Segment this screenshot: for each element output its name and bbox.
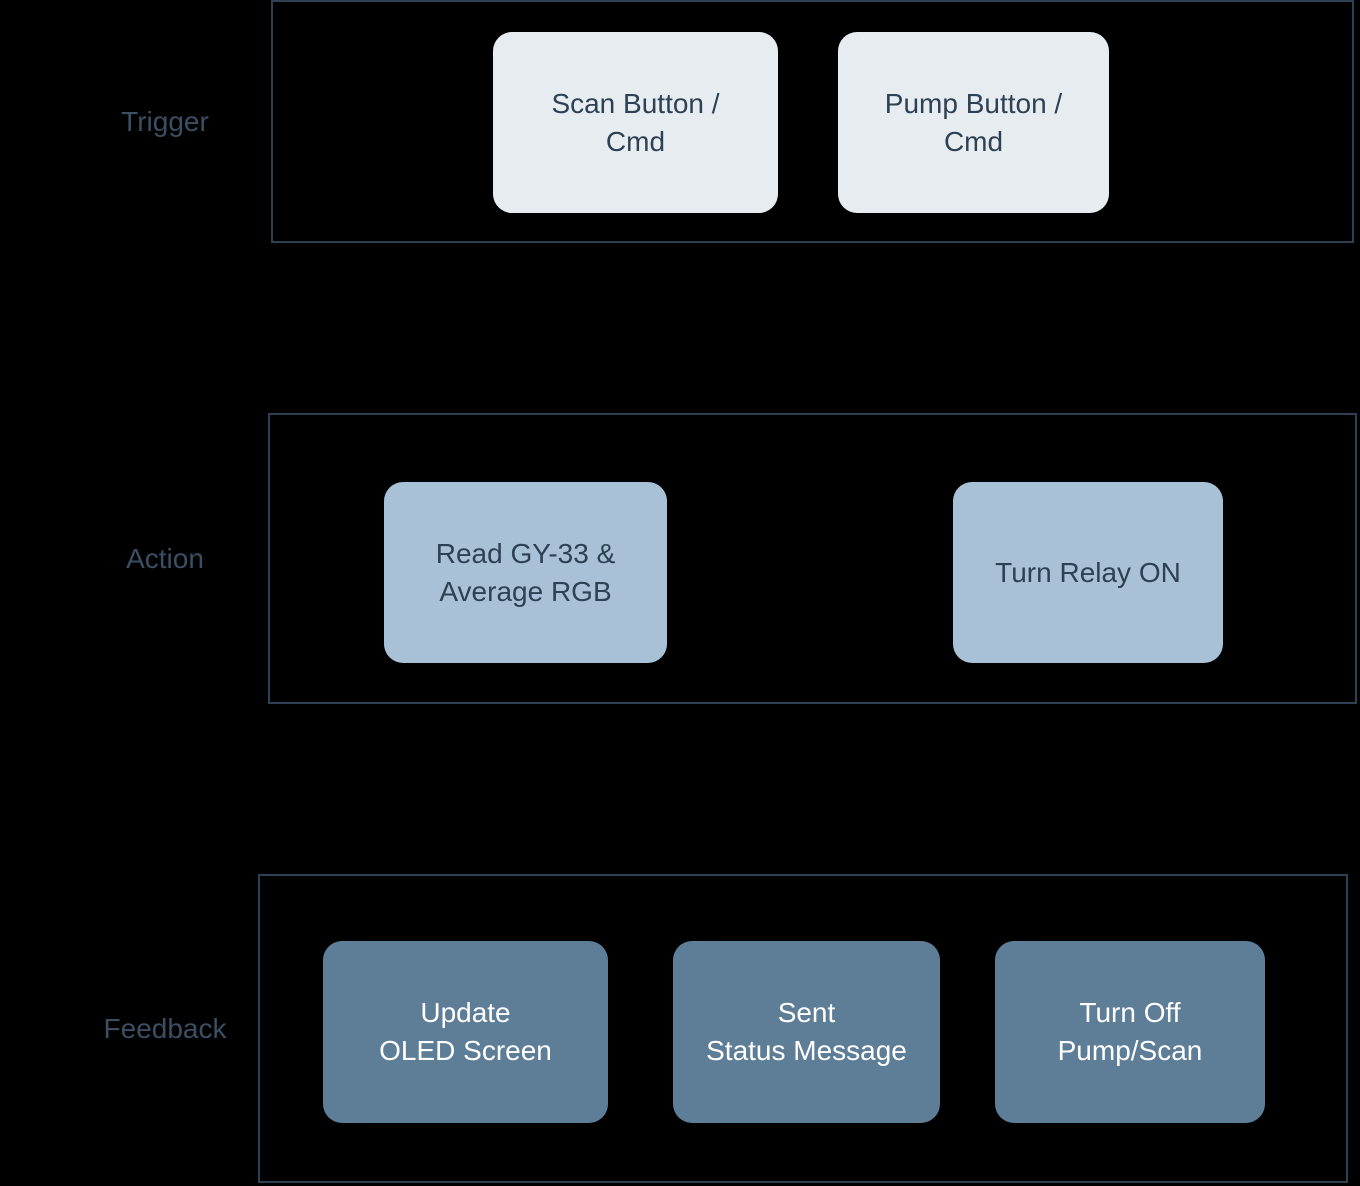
trigger-lane-container <box>271 0 1354 243</box>
node-read-gy33-average-rgb: Read GY-33 & Average RGB <box>384 482 667 663</box>
node-pump-button-cmd: Pump Button / Cmd <box>838 32 1109 213</box>
lane-label-action: Action <box>126 542 204 574</box>
node-update-oled-screen-label: Update OLED Screen <box>379 997 552 1066</box>
feedback-lane-container <box>258 874 1348 1183</box>
node-turn-off-pump-scan: Turn Off Pump/Scan <box>995 941 1265 1123</box>
node-read-gy33-average-rgb-label: Read GY-33 & Average RGB <box>435 537 616 607</box>
node-sent-status-message: Sent Status Message <box>673 941 940 1123</box>
lane-label-feedback: Feedback <box>103 1012 227 1044</box>
node-pump-button-cmd-label: Pump Button / Cmd <box>884 87 1063 157</box>
lane-label-trigger: Trigger <box>121 105 209 137</box>
node-turn-relay-on: Turn Relay ON <box>953 482 1223 663</box>
node-sent-status-message-label: Sent Status Message <box>706 997 907 1066</box>
node-update-oled-screen: Update OLED Screen <box>323 941 608 1123</box>
node-scan-button-cmd-label: Scan Button / Cmd <box>551 87 720 157</box>
node-turn-relay-on-label: Turn Relay ON <box>995 556 1181 588</box>
node-scan-button-cmd: Scan Button / Cmd <box>493 32 778 213</box>
node-turn-off-pump-scan-label: Turn Off Pump/Scan <box>1057 997 1203 1066</box>
action-lane-container <box>268 413 1357 704</box>
